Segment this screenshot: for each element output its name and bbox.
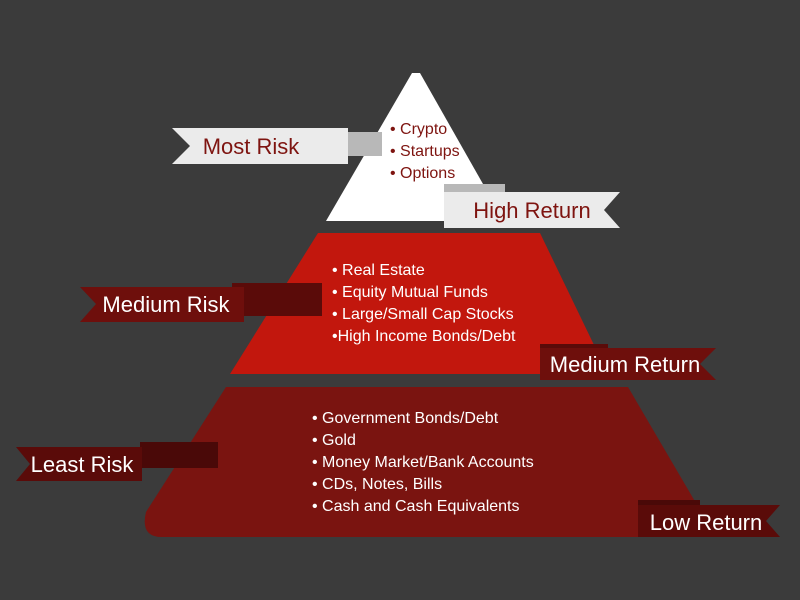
list-item: • Government Bonds/Debt (312, 410, 499, 427)
medium-risk-ribbon: Medium Risk (80, 283, 322, 322)
high-return-label: High Return (473, 198, 590, 223)
list-item: • Options (390, 165, 456, 182)
least-risk-assets-list: • Government Bonds/Debt • Gold • Money M… (312, 408, 534, 518)
list-item: • Crypto (390, 121, 448, 138)
list-item: • Equity Mutual Funds (332, 284, 488, 301)
list-item: • CDs, Notes, Bills (312, 476, 443, 493)
list-item: •High Income Bonds/Debt (332, 328, 516, 345)
list-item: • Real Estate (332, 262, 425, 279)
least-risk-label: Least Risk (31, 452, 135, 477)
medium-return-ribbon: Medium Return (540, 344, 716, 380)
pyramid-middle-tier (230, 233, 608, 374)
most-risk-assets-list: • Crypto • Startups • Options (390, 119, 460, 185)
medium-risk-assets-list: • Real Estate • Equity Mutual Funds • La… (332, 260, 515, 348)
medium-risk-label: Medium Risk (102, 292, 230, 317)
low-return-label: Low Return (650, 510, 763, 535)
medium-return-label: Medium Return (550, 352, 700, 377)
high-return-ribbon: High Return (444, 184, 620, 228)
least-risk-ribbon: Least Risk (16, 442, 218, 481)
most-risk-ribbon: Most Risk (172, 128, 382, 164)
list-item: • Large/Small Cap Stocks (332, 306, 514, 323)
list-item: • Startups (390, 143, 460, 160)
pyramid-bottom-tier (144, 387, 702, 537)
most-risk-label: Most Risk (203, 134, 301, 159)
low-return-ribbon: Low Return (638, 500, 780, 537)
list-item: • Cash and Cash Equivalents (312, 498, 520, 515)
list-item: • Money Market/Bank Accounts (312, 454, 534, 471)
list-item: • Gold (312, 432, 356, 449)
